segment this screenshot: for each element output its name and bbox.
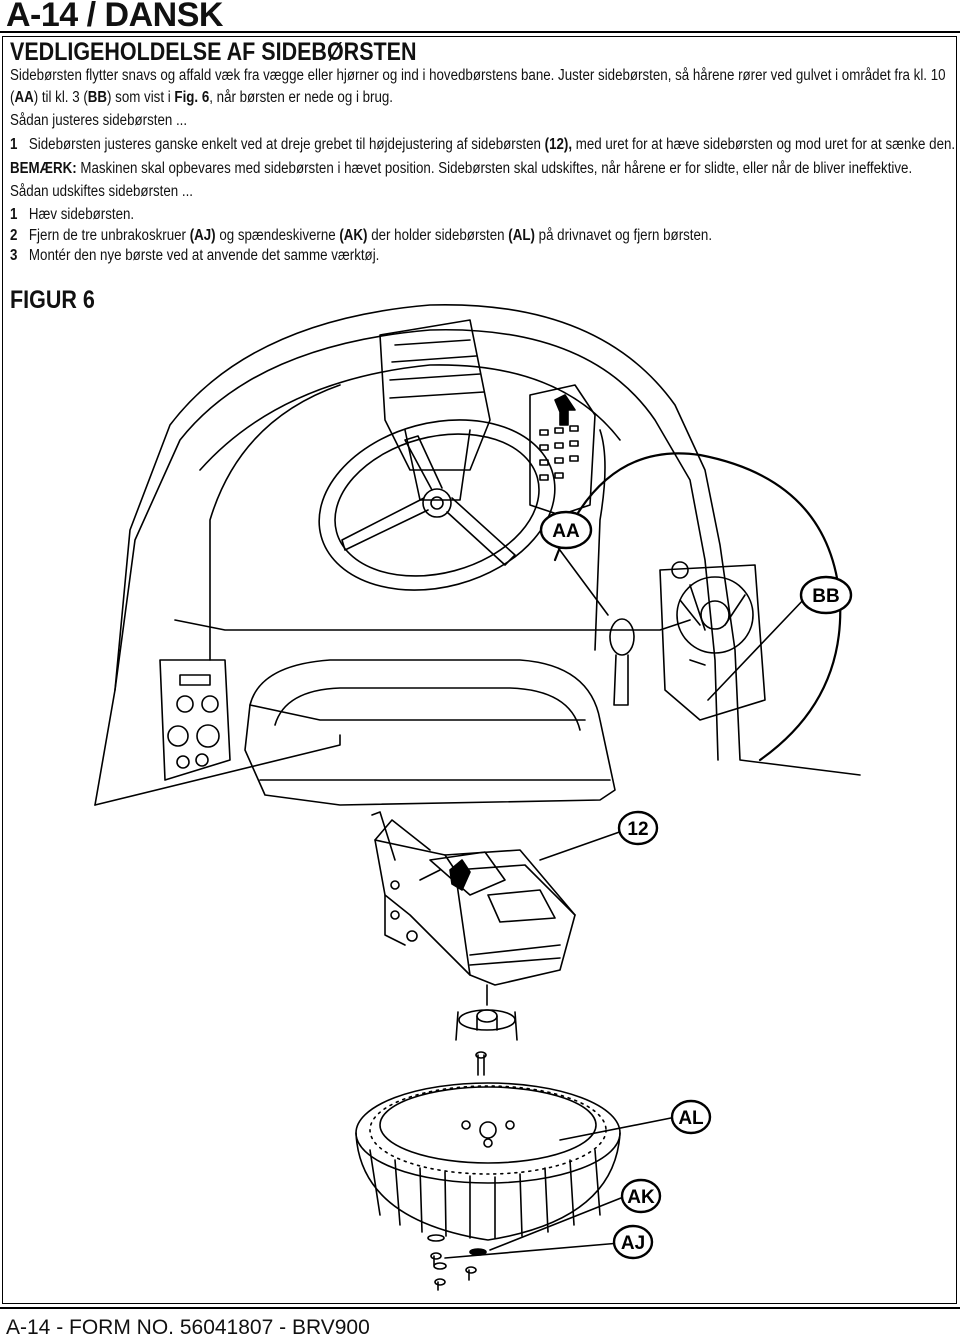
svg-text:BB: BB [812, 586, 839, 607]
callout-al: AL [670, 1099, 712, 1135]
page-title: A-14 / DANSK [6, 0, 223, 34]
callout-aa: AA [539, 510, 593, 550]
callout-aj: AJ [612, 1224, 654, 1260]
callout-ak: AK [620, 1178, 662, 1214]
side-brush-mounted [659, 561, 766, 721]
brush-zone-arc [553, 452, 842, 762]
side-brush-assembly [371, 811, 576, 986]
side-brush-disk [355, 1082, 621, 1241]
accelerator-pedal [529, 384, 596, 516]
steering-wheel [318, 419, 556, 591]
seat [244, 659, 616, 806]
note: BEMÆRK: Maskinen skal opbevares med side… [10, 160, 913, 177]
svg-text:12: 12 [627, 819, 648, 840]
page-header: A-14 / DANSK [0, 0, 960, 34]
steering-column [379, 319, 491, 501]
control-panel [159, 659, 231, 781]
side-lever [609, 618, 635, 706]
intro-line-1: Sidebørsten flytter snavs og affald væk … [10, 67, 946, 84]
svg-text:AK: AK [627, 1187, 655, 1208]
svg-text:AJ: AJ [621, 1233, 645, 1254]
page-footer: A-14 - FORM NO. 56041807 - BRV900 [0, 1316, 960, 1341]
replace-heading: Sådan udskiftes sidebørsten ... [10, 183, 194, 200]
figure-6-illustration: AA BB 12 AL AK AJ [94, 303, 861, 1291]
content-frame [2, 36, 957, 1304]
intro-line-2: (AA) til kl. 3 (BB) som vist i Fig. 6, n… [10, 89, 394, 106]
callout-bb: BB [799, 575, 853, 615]
screw [475, 1051, 487, 1076]
figure-label: FIGUR 6 [10, 286, 95, 314]
footer-rule [0, 1307, 960, 1309]
svg-text:AA: AA [552, 521, 580, 542]
drive-hub [455, 984, 518, 1041]
machine-body [94, 303, 861, 806]
header-rule [0, 31, 960, 33]
section-title: VEDLIGEHOLDELSE AF SIDEBØRSTEN [10, 38, 417, 66]
footer-text: A-14 - FORM NO. 56041807 - BRV900 [6, 1316, 370, 1339]
washers-screws [427, 1234, 487, 1291]
adjust-heading: Sådan justeres sidebørsten ... [10, 112, 188, 129]
svg-text:AL: AL [678, 1108, 704, 1129]
callout-12: 12 [617, 810, 659, 846]
